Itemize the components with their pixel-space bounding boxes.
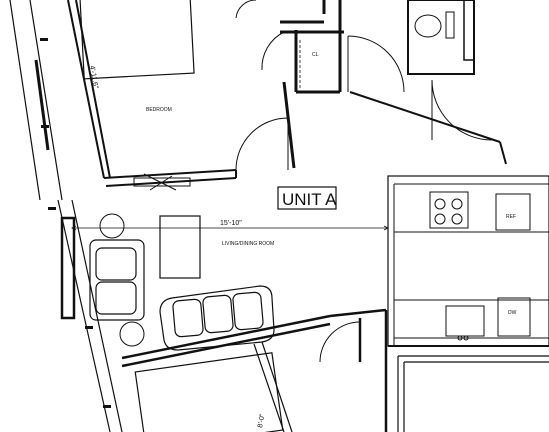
refrigerator-label: REF <box>506 214 516 220</box>
window-marks <box>40 38 111 408</box>
refrigerator <box>495 193 531 231</box>
dishwasher <box>497 297 531 337</box>
bedroom-label: BEDROOM <box>146 107 172 113</box>
range-cooktop <box>429 191 469 229</box>
exterior-wall-left <box>9 0 123 432</box>
dishwasher-label: DW <box>508 310 517 316</box>
lower-right-room <box>397 355 549 432</box>
bedroom-dimension: 4'-11.6" <box>88 65 99 90</box>
bedroom-walls <box>67 0 237 187</box>
armchair <box>89 239 145 321</box>
bathroom <box>407 0 475 75</box>
living-label: LIVING/DINING ROOM <box>222 241 274 247</box>
side-table-top <box>99 213 125 239</box>
living-dimension-line <box>71 225 389 231</box>
side-table-bottom <box>119 321 145 347</box>
unit-label: UNIT A <box>282 190 337 209</box>
radiator-top <box>133 173 191 191</box>
sink <box>445 305 485 341</box>
living-dimension: 15'-10" <box>220 220 242 227</box>
lower-bedroom-dimension: 8'-0" <box>257 413 266 428</box>
sofa <box>159 285 275 351</box>
closet-walls <box>280 0 344 169</box>
lower-bedroom <box>134 341 293 432</box>
bed-top <box>79 0 195 80</box>
angled-wall <box>349 91 507 165</box>
closet-label: CL <box>312 52 319 58</box>
dining-table <box>159 215 201 279</box>
door-swings <box>235 0 493 363</box>
unit-label-box <box>277 186 337 210</box>
